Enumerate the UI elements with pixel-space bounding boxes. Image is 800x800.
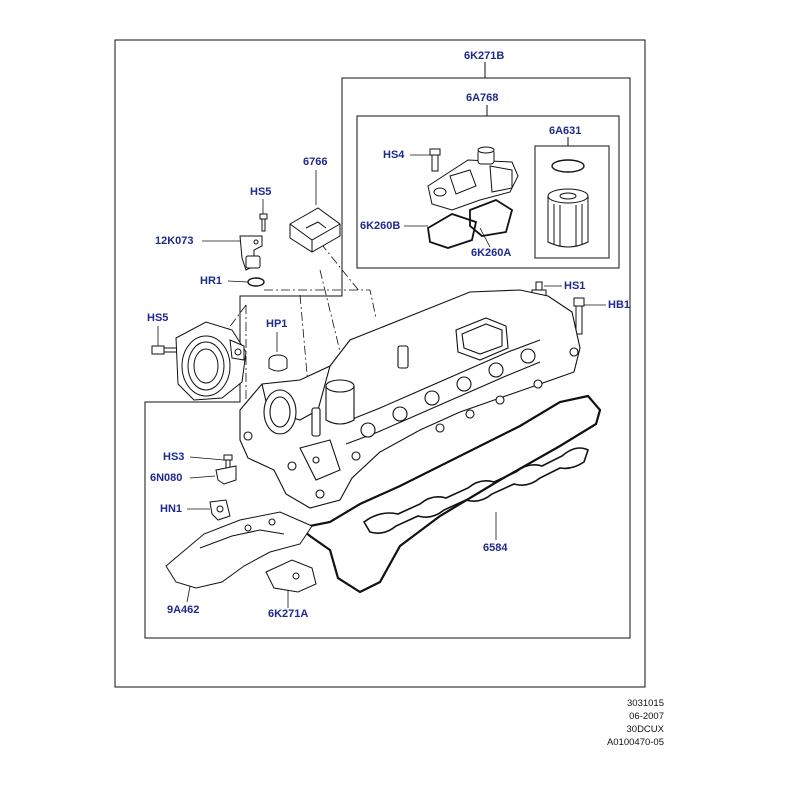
clip-hn1 [209,499,231,521]
callout-hs5-top: HS5 [250,186,272,198]
filler-cap-6766 [289,207,341,253]
callout-hs4: HS4 [383,149,405,161]
bolt-hs4 [429,148,441,172]
oring-hr1 [247,277,265,287]
callout-6a768: 6A768 [466,92,499,104]
callout-hp1: HP1 [266,318,288,330]
kit-box-6a768 [356,115,620,269]
callout-6k260a: 6K260A [471,247,512,259]
filter-element-6a631 [547,159,589,248]
callout-hs1: HS1 [564,280,586,292]
callout-hr1: HR1 [200,275,223,287]
reference-line-3: 30DCUX [626,724,665,735]
outer-frame [114,39,646,688]
callout-9a462: 9A462 [167,604,200,616]
callout-6k271a: 6K271A [268,608,309,620]
reference-line-1: 3031015 [627,698,664,709]
air-intake-housing [175,321,247,401]
bolt-hb1 [573,297,585,335]
callout-6584: 6584 [483,542,508,554]
kit-box-6a631 [534,145,610,259]
bracket-6k271a [265,559,317,593]
callout-hs5-left: HS5 [147,312,169,324]
sensor-12k073 [239,235,263,271]
gasket-spark-seals [362,447,589,534]
plug-hp1 [268,354,288,372]
reference-line-4: A0100470-05 [606,737,664,748]
callout-6766: 6766 [303,156,328,168]
leader-lines [157,154,606,608]
gasket-6584 [297,394,602,594]
callout-6n080: 6N080 [150,472,183,484]
callout-6a631: 6A631 [549,125,582,137]
callout-6k271b: 6K271B [464,50,505,62]
valve-cover-body [239,289,581,509]
callout-hn1: HN1 [160,503,183,515]
bolt-hs5-left [151,345,181,355]
screw-hs5-top [259,213,268,232]
callout-6k260b: 6K260B [360,220,401,232]
filter-housing-6a768 [427,146,519,211]
reference-block: 3031015 06-2007 30DCUX A0100470-05 [607,697,664,749]
heat-shield-9a462 [165,511,313,589]
gasket-6k260a [469,198,514,237]
bracket-6n080 [215,465,237,485]
callout-hb1: HB1 [608,299,631,311]
reference-line-2: 06-2007 [629,711,664,722]
callout-hs3: HS3 [163,451,185,463]
kit-box-6k271b [144,77,631,639]
gasket-6k260b [427,213,478,249]
callout-12k073: 12K073 [155,235,194,247]
